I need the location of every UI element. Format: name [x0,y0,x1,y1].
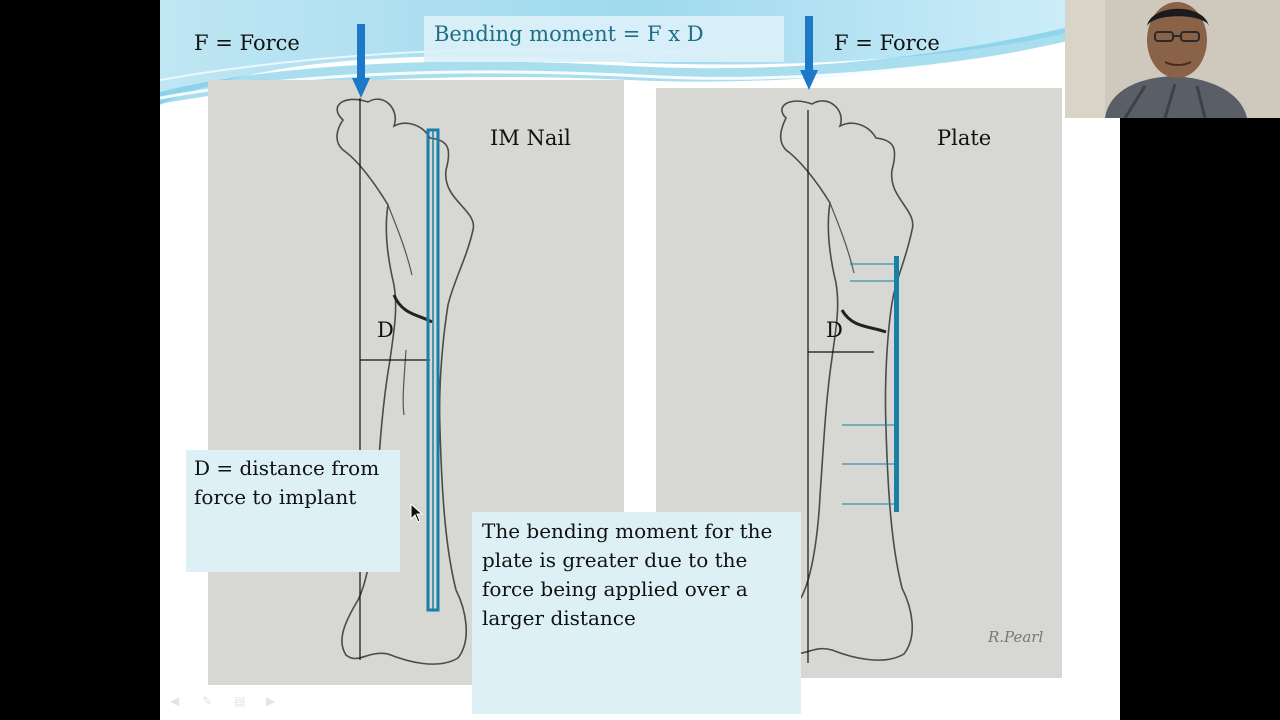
left-distance-label: D [377,318,394,342]
forward-icon[interactable]: ▶ [266,694,276,708]
bone-plate [894,256,899,512]
menu-icon[interactable]: ▤ [234,694,246,708]
plate-label: Plate [937,126,992,150]
left-force-label: F = Force [194,31,300,55]
im-nail-label: IM Nail [490,126,571,150]
femur-plate-drawing [779,100,914,663]
explanation-note: The bending moment for the plate is grea… [472,512,801,714]
presenter-image [1065,0,1280,118]
presenter-video [1065,0,1280,118]
distance-note: D = distance from force to implant [186,450,400,572]
title-box: Bending moment = F x D [424,16,784,62]
back-icon[interactable]: ◀ [170,694,180,708]
down-arrow-icon [800,16,818,90]
right-force-label: F = Force [834,31,940,55]
right-distance-label: D [826,318,843,342]
pen-icon[interactable]: ✎ [202,694,213,708]
slide: R.Pearl F = Force F = Force IM Nail Plat… [160,0,1120,720]
slide-title: Bending moment = F x D [434,22,704,46]
femur-outline [779,100,914,661]
down-arrow-icon [352,24,370,98]
slideshow-toolbar: ◀ ✎ ▤ ▶ [170,694,284,708]
femur-outline [336,98,475,665]
signature: R.Pearl [988,628,1044,646]
mouse-pointer-icon [410,503,424,523]
